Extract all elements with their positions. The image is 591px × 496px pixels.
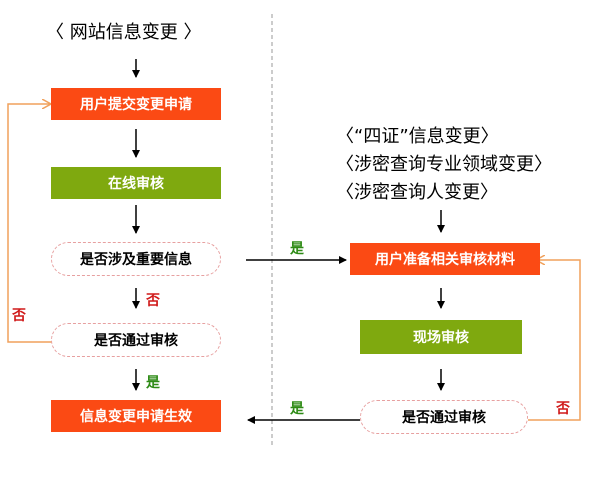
step-effective: 信息变更申请生效 (51, 400, 221, 432)
label-no-down: 否 (146, 293, 160, 309)
right-heading-1: 〈“四证”信息变更〉 (336, 126, 499, 147)
step-submit-request: 用户提交变更申请 (51, 88, 221, 120)
left-heading: 〈 网站信息变更 〉 (46, 22, 202, 43)
step-pass-check-left: 是否通过审核 (51, 323, 221, 357)
left-reject-loop (7, 104, 52, 343)
step-important-check: 是否涉及重要信息 (51, 242, 221, 276)
step-prepare-materials: 用户准备相关审核材料 (350, 243, 540, 275)
label-yes-to-left: 是 (290, 401, 304, 417)
label-yes-down: 是 (146, 375, 160, 391)
label-no-loop-right: 否 (556, 401, 570, 417)
label-no-loop-left: 否 (12, 308, 26, 324)
right-reject-loop (528, 260, 581, 421)
right-heading-2: 〈涉密查询专业领域变更〉 (336, 154, 552, 175)
step-pass-check-right: 是否通过审核 (360, 400, 528, 434)
step-online-review: 在线审核 (51, 167, 221, 199)
right-heading-3: 〈涉密查询人变更〉 (336, 182, 498, 203)
label-yes-to-right: 是 (290, 241, 304, 257)
step-onsite-review: 现场审核 (360, 320, 522, 354)
